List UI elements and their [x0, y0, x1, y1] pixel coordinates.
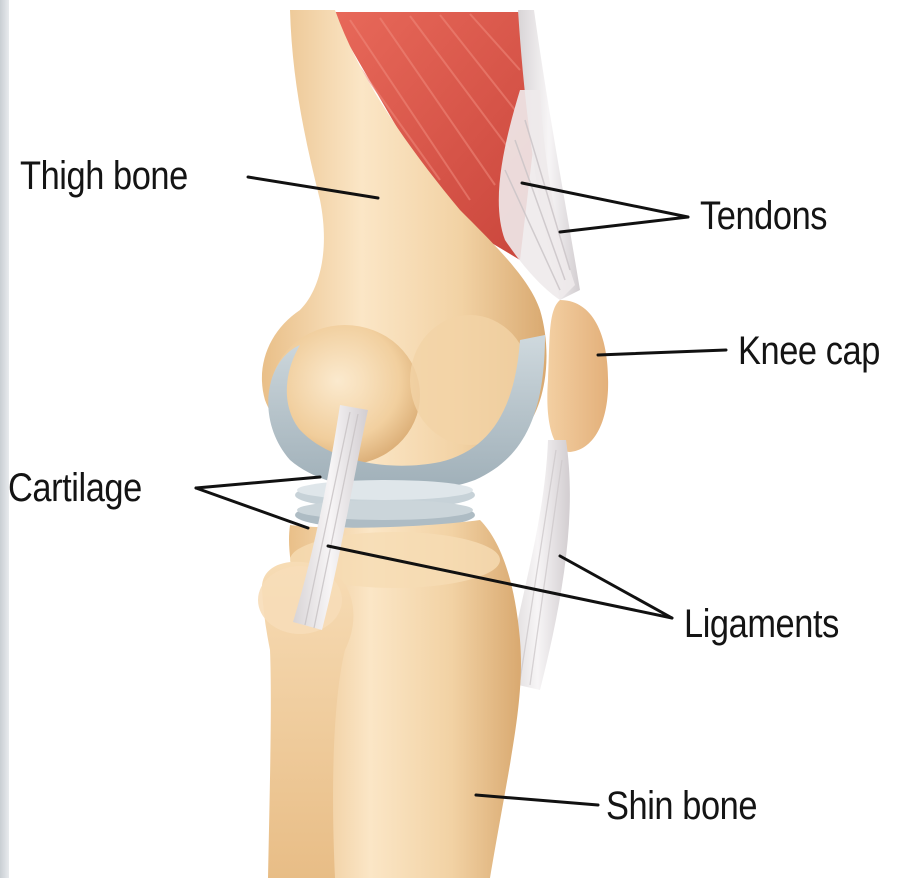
ligaments-label: Ligaments — [684, 604, 839, 644]
tendons-label: Tendons — [700, 196, 827, 236]
cartilage-leader-upper — [196, 477, 320, 488]
cartilage-label: Cartilage — [8, 468, 142, 508]
ligaments-leader-upper — [560, 556, 672, 618]
tendons-leader-lower — [560, 217, 688, 232]
knee-cap — [547, 300, 608, 452]
knee-cap-label: Knee cap — [738, 331, 880, 371]
thigh-bone-label: Thigh bone — [20, 156, 188, 196]
shin-bone-label: Shin bone — [606, 786, 757, 826]
cartilage-leader-lower — [196, 488, 308, 528]
knee-cap-leader — [598, 350, 726, 355]
